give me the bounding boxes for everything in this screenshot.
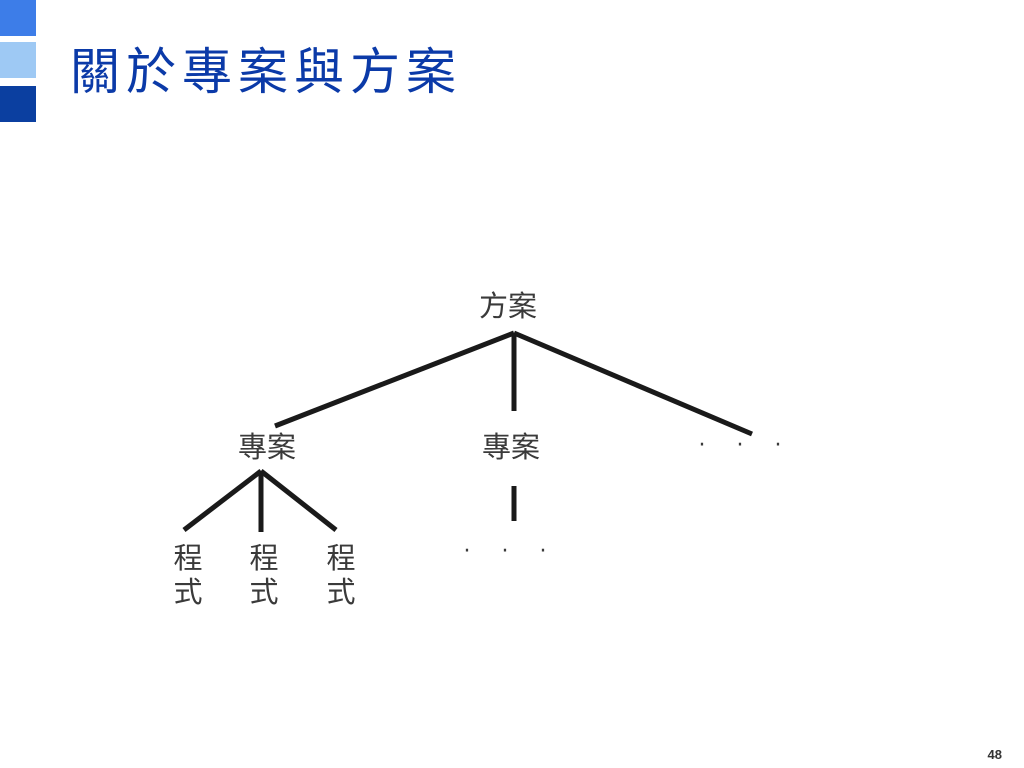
more-programs-ellipsis: · · · <box>464 539 559 564</box>
more-projects-ellipsis: · · · <box>699 433 794 458</box>
project-node-label-1: 專案 <box>238 430 296 464</box>
program-node-label-2-line2: 式 <box>249 575 278 609</box>
edge-project-1-program-1 <box>182 469 263 532</box>
accent-block-middle <box>0 42 36 78</box>
page-number: 48 <box>987 747 1002 762</box>
program-node-label-3-line2: 式 <box>326 575 355 609</box>
program-node-label-2-line1: 程 <box>249 541 278 575</box>
edge-project-1-program-3 <box>259 469 338 532</box>
root-node-label: 方案 <box>479 289 537 323</box>
program-node-label-1-line1: 程 <box>173 541 202 575</box>
edge-root-more <box>513 330 753 437</box>
accent-block-top <box>0 0 36 36</box>
program-node-label-3-line1: 程 <box>326 541 355 575</box>
accent-block-bottom <box>0 86 36 122</box>
program-node-label-1-line2: 式 <box>173 575 202 609</box>
edge-root-project-1 <box>274 330 515 429</box>
slide-title: 關於專案與方案 <box>70 43 462 101</box>
project-node-label-2: 專案 <box>482 430 540 464</box>
